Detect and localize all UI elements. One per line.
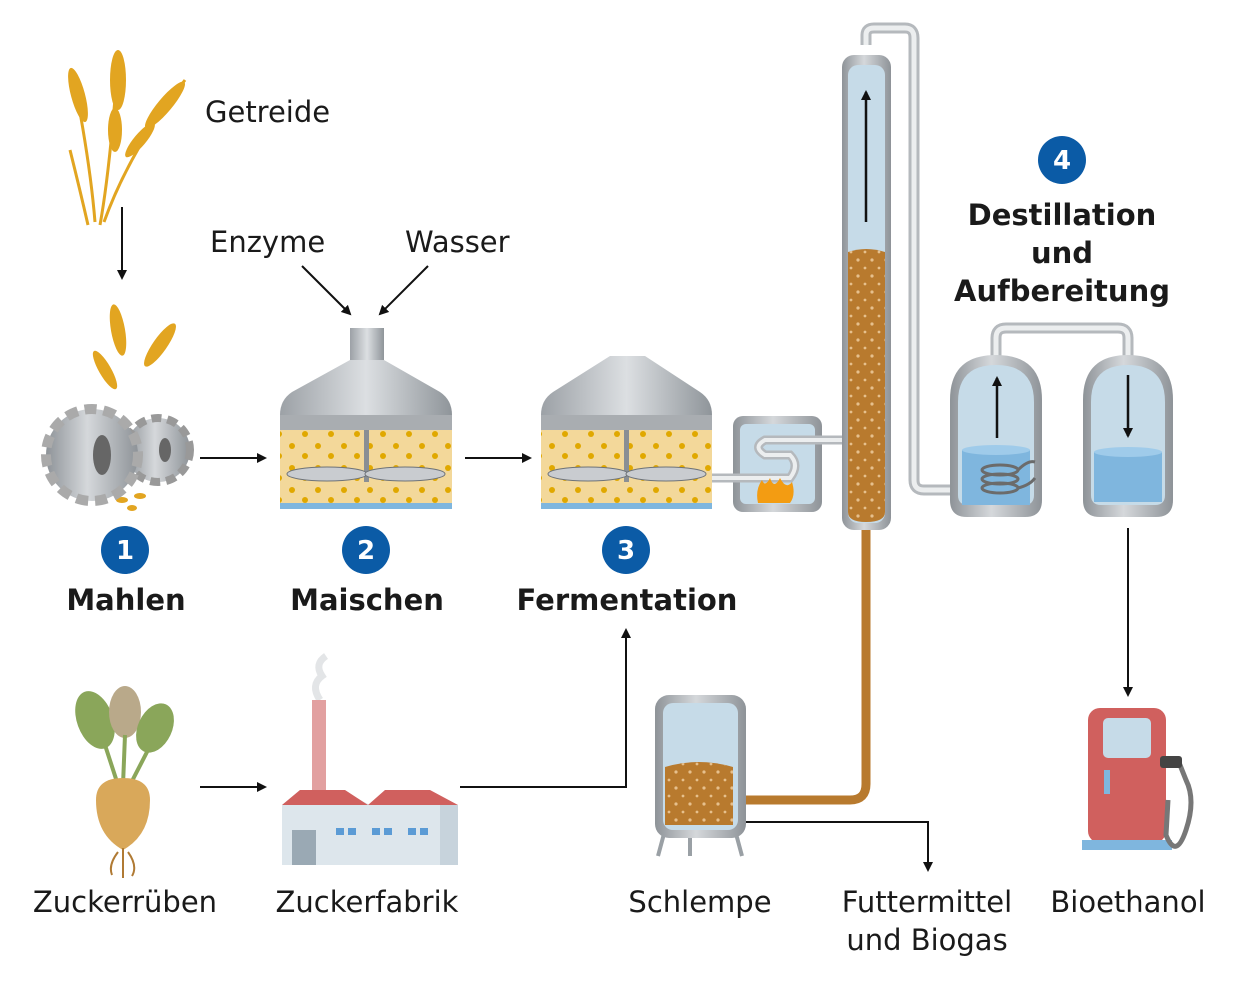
step-3-badge bbox=[602, 526, 650, 574]
step-3: 3 Fermentation bbox=[517, 526, 738, 617]
step-1-badge bbox=[101, 526, 149, 574]
step-2-badge bbox=[342, 526, 390, 574]
step-1: 1 Mahlen bbox=[66, 526, 186, 617]
label-bioethanol: Bioethanol bbox=[1050, 885, 1205, 919]
heater bbox=[712, 416, 848, 512]
step-4-label-line3: Aufbereitung bbox=[954, 274, 1170, 308]
step-3-number: 3 bbox=[617, 536, 635, 566]
label-feed-line2: und Biogas bbox=[846, 923, 1007, 957]
mill-gears-icon bbox=[41, 304, 194, 511]
distillation-column bbox=[842, 22, 952, 530]
arrow bbox=[378, 265, 429, 316]
stillage-pipe bbox=[745, 530, 871, 805]
label-stillage: Schlempe bbox=[628, 885, 771, 919]
step-4-badge bbox=[1038, 136, 1086, 184]
fuel-pump-icon bbox=[1082, 708, 1194, 850]
label-grain: Getreide bbox=[205, 95, 330, 129]
step-2-label: Maischen bbox=[290, 583, 444, 617]
wheat-icon bbox=[68, 50, 187, 226]
flame-icon bbox=[757, 478, 794, 503]
step-4-label-line2: und bbox=[1031, 236, 1093, 270]
stillage-tank bbox=[655, 695, 746, 857]
label-sugar-factory: Zuckerfabrik bbox=[276, 885, 459, 919]
label-water: Wasser bbox=[405, 225, 510, 259]
step-3-label: Fermentation bbox=[517, 583, 738, 617]
label-sugar-beets: Zuckerrüben bbox=[33, 885, 217, 919]
step-2-number: 2 bbox=[357, 536, 375, 566]
mash-tank bbox=[280, 328, 452, 509]
arrow bbox=[460, 628, 631, 788]
fermentation-tank bbox=[541, 356, 712, 509]
sugar-beet-icon bbox=[75, 686, 174, 878]
rectification-vessels bbox=[950, 322, 1173, 517]
step-1-number: 1 bbox=[116, 536, 134, 566]
step-4-label-line1: Destillation bbox=[968, 198, 1157, 232]
label-enzymes: Enzyme bbox=[210, 225, 325, 259]
sugar-factory-icon bbox=[282, 653, 458, 865]
arrow bbox=[301, 265, 352, 316]
step-1-label: Mahlen bbox=[66, 583, 185, 617]
label-feed-line1: Futtermittel bbox=[842, 885, 1012, 919]
step-2: 2 Maischen bbox=[290, 526, 444, 617]
step-4-number: 4 bbox=[1053, 146, 1071, 176]
arrow bbox=[746, 821, 933, 872]
